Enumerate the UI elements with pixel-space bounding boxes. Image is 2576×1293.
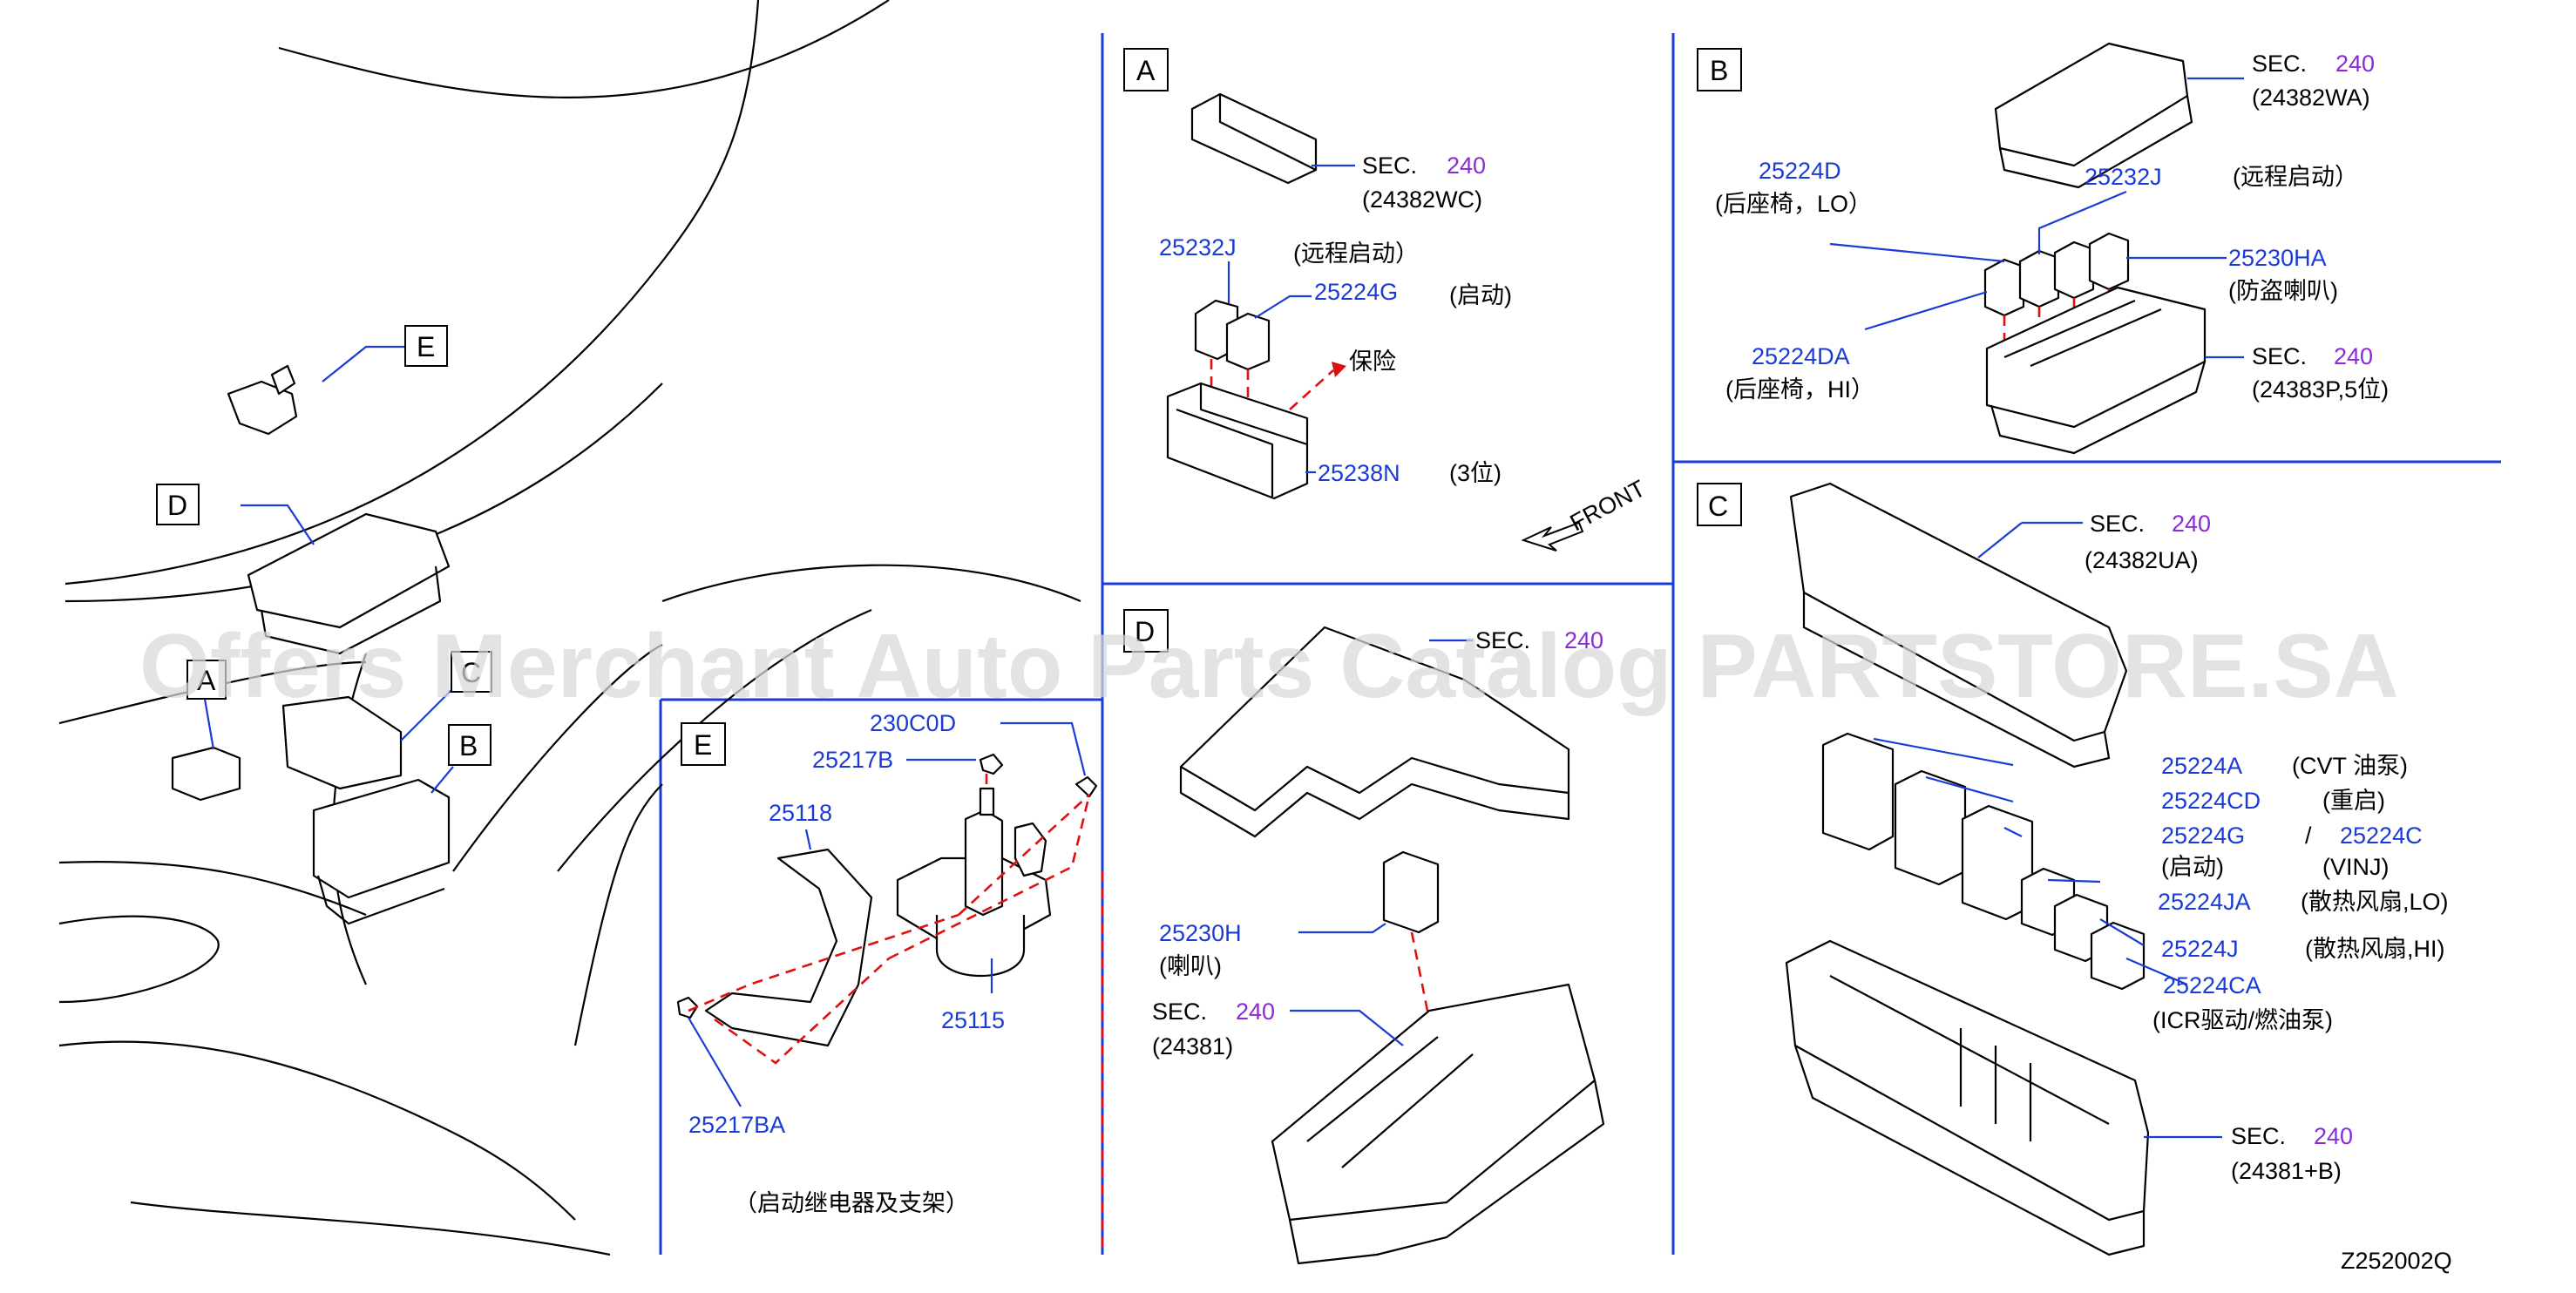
svg-text:25224JA: 25224JA [2158,889,2251,915]
svg-text:25217BA: 25217BA [688,1112,785,1138]
svg-text:25115: 25115 [941,1007,1005,1033]
watermark: Offers Merchant Auto Parts Catalog PARTS… [139,616,2399,717]
svg-text:E: E [417,331,435,362]
svg-text:(远程启动）: (远程启动） [2233,164,2358,190]
svg-text:240: 240 [2334,343,2373,369]
svg-text:(散热风扇,LO): (散热风扇,LO) [2301,889,2449,915]
svg-text:240: 240 [2172,511,2211,537]
svg-text:A: A [197,665,216,696]
panel-d-title: D [1135,616,1155,647]
svg-text:25232J: 25232J [2085,164,2162,190]
svg-text:240: 240 [1564,627,1603,653]
svg-text:25224CD: 25224CD [2161,788,2261,814]
panel-a: A SEC. 240 (24382WC) 25232J (远程启动） 25224… [1123,48,1650,552]
svg-text:(后座椅，LO）: (后座椅，LO） [1715,191,1872,217]
svg-text:25224J: 25224J [2161,936,2239,962]
svg-text:(VINJ): (VINJ) [2322,854,2390,880]
svg-text:(24383P,5位): (24383P,5位) [2252,376,2389,403]
svg-text:(散热风扇,HI): (散热风扇,HI) [2305,936,2444,962]
svg-text:(24381+B): (24381+B) [2231,1158,2342,1184]
callout-a: A [186,660,227,700]
svg-text:(24381): (24381) [1152,1033,1233,1059]
callout-c: C [451,651,492,693]
svg-text:SEC.: SEC. [2231,1123,2286,1149]
svg-text:25232J: 25232J [1159,234,1237,261]
svg-text:(重启): (重启) [2322,788,2385,814]
svg-text:SEC.: SEC. [2252,343,2307,369]
callout-b: B [448,724,491,766]
svg-text:B: B [459,730,478,762]
svg-text:C: C [461,657,481,688]
panel-b: B SEC. 240 (24382WA) 25224D (后座椅，LO） 252… [1697,42,2389,455]
svg-text:25224G: 25224G [2161,823,2245,849]
svg-text:25224A: 25224A [2161,753,2242,779]
panel-c: C SEC. 240 (24382UA) 25224A (CVT 油泵) 252… [1697,482,2449,1256]
svg-text:D: D [167,490,187,521]
svg-text:(喇叭): (喇叭) [1159,953,1222,979]
svg-text:SEC.: SEC. [1475,627,1530,653]
callout-d: D [156,484,200,525]
svg-text:(远程启动）: (远程启动） [1293,240,1419,267]
svg-text:25224DA: 25224DA [1752,343,1850,369]
svg-text:(24382UA): (24382UA) [2085,547,2199,573]
svg-text:（启动继电器及支架）: （启动继电器及支架） [734,1190,969,1216]
panel-a-title: A [1136,55,1156,86]
diagram-id: Z252002Q [2341,1248,2452,1274]
svg-text:25217B: 25217B [812,747,893,773]
svg-text:25118: 25118 [769,800,832,826]
panel-c-title: C [1708,491,1728,522]
svg-text:(CVT 油泵): (CVT 油泵) [2292,753,2408,779]
svg-text:(后座椅，HI）: (后座椅，HI） [1725,376,1874,403]
svg-text:(24382WA): (24382WA) [2252,85,2370,111]
svg-text:240: 240 [1236,999,1275,1025]
svg-text:25230HA: 25230HA [2228,245,2327,271]
svg-text:25224C: 25224C [2340,823,2423,849]
svg-text:(24382WC): (24382WC) [1362,186,1482,213]
svg-text:240: 240 [2314,1123,2353,1149]
callout-e: E [404,325,448,367]
svg-text:/: / [2305,823,2312,849]
svg-text:(启动): (启动) [1449,282,1512,308]
panel-e: E 230C0D 25217B 25118 25115 25217BA （启动继… [676,710,1098,1216]
svg-text:25224D: 25224D [1759,158,1841,184]
svg-text:(3位): (3位) [1449,460,1502,486]
panel-e-title: E [694,729,712,761]
svg-text:25224CA: 25224CA [2163,972,2261,999]
svg-text:25224G: 25224G [1314,279,1398,305]
svg-text:240: 240 [1447,152,1486,179]
svg-text:SEC.: SEC. [2090,511,2145,537]
svg-text:SEC.: SEC. [2252,51,2307,77]
svg-text:(ICR驱动/燃油泵): (ICR驱动/燃油泵) [2152,1007,2333,1033]
svg-text:240: 240 [2335,51,2375,77]
svg-text:SEC.: SEC. [1152,999,1207,1025]
svg-text:230C0D: 230C0D [870,710,956,736]
svg-text:(启动): (启动) [2161,854,2224,880]
panel-b-title: B [1710,55,1728,86]
svg-text:25230H: 25230H [1159,920,1242,946]
svg-text:25238N: 25238N [1318,460,1400,486]
svg-text:FRONT: FRONT [1566,475,1650,536]
panel-d: D SEC. 240 25230H (喇叭) SEC. 240 (24381) [1123,609,1605,1265]
svg-text:(防盗喇叭): (防盗喇叭) [2228,278,2338,304]
svg-text:保险: 保险 [1349,349,1396,375]
svg-text:SEC.: SEC. [1362,152,1417,179]
